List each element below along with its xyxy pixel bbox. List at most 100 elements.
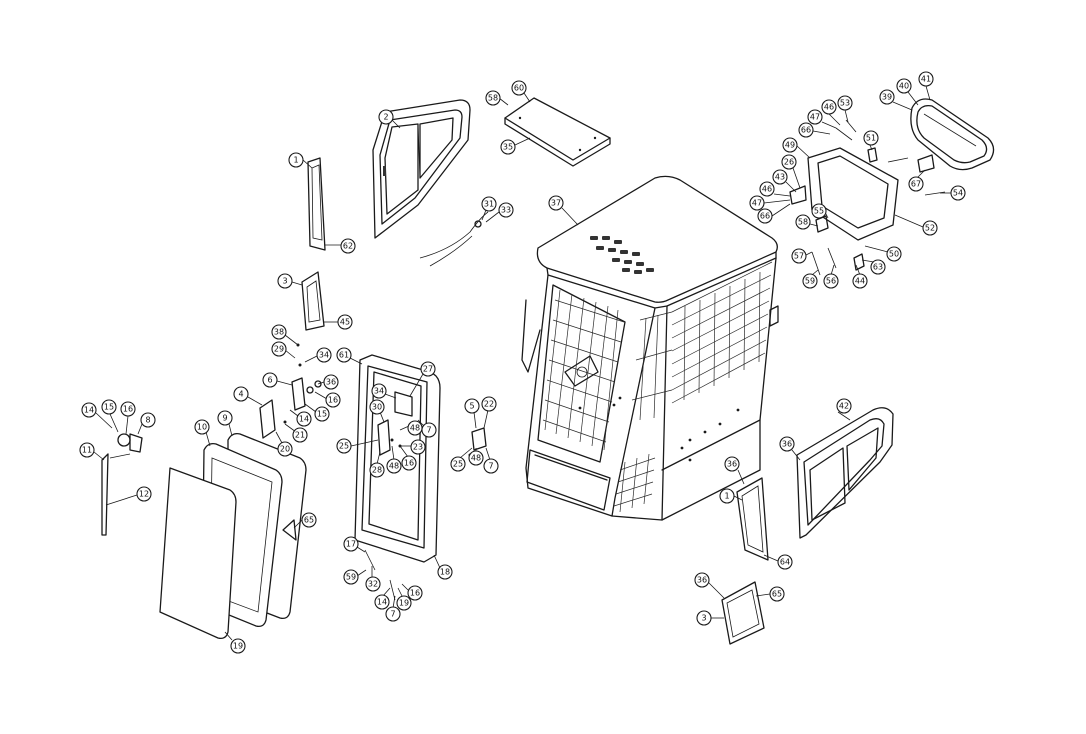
- callout-c41: 41: [918, 71, 934, 101]
- svg-text:2: 2: [383, 113, 388, 122]
- svg-text:64: 64: [780, 558, 790, 567]
- svg-text:39: 39: [882, 93, 892, 102]
- small-glass-panels-left: [301, 157, 326, 331]
- callout-c21: 21: [284, 423, 308, 443]
- callout-c61: 61: [336, 347, 363, 365]
- svg-text:50: 50: [889, 250, 899, 259]
- svg-text:38: 38: [274, 328, 284, 337]
- cab-body: [521, 175, 779, 521]
- svg-text:14: 14: [299, 415, 309, 424]
- svg-text:36: 36: [727, 460, 737, 469]
- svg-text:32: 32: [368, 580, 378, 589]
- svg-text:44: 44: [855, 277, 865, 286]
- svg-text:43: 43: [775, 173, 785, 182]
- callout-c42: 42: [836, 398, 852, 421]
- callout-c7a: 7: [417, 419, 437, 438]
- callout-c55: 55: [811, 203, 829, 219]
- callout-c4: 4: [233, 386, 263, 406]
- callout-c27: 27: [409, 361, 436, 397]
- callout-c8: 8: [137, 412, 156, 435]
- roof-hatch: [504, 97, 611, 167]
- svg-text:57: 57: [794, 252, 804, 261]
- callout-c49: 49: [782, 137, 811, 159]
- callout-c18: 18: [433, 554, 453, 580]
- callout-c16d: 16: [401, 583, 423, 601]
- callout-c46a: 46: [821, 99, 841, 126]
- svg-text:26: 26: [784, 158, 794, 167]
- svg-text:25: 25: [453, 460, 463, 469]
- callout-c30: 30: [369, 399, 385, 423]
- callout-c60: 60: [511, 80, 531, 103]
- svg-text:48: 48: [471, 454, 481, 463]
- callout-c37: 37: [548, 195, 579, 226]
- svg-text:52: 52: [925, 224, 935, 233]
- left-side-window-frame: [372, 99, 471, 239]
- callout-c32: 32: [365, 566, 381, 592]
- callout-c48b: 48: [386, 445, 402, 474]
- callout-c48a: 48: [399, 420, 423, 436]
- callout-c14c: 14: [374, 587, 391, 610]
- callout-c34b: 34: [371, 383, 397, 399]
- callout-c16a: 16: [314, 391, 341, 408]
- svg-text:36: 36: [782, 440, 792, 449]
- svg-text:59: 59: [346, 573, 356, 582]
- callout-c53: 53: [837, 95, 853, 123]
- svg-text:1: 1: [724, 492, 729, 501]
- svg-text:3: 3: [701, 614, 706, 623]
- svg-text:41: 41: [921, 75, 931, 84]
- svg-text:40: 40: [899, 82, 909, 91]
- callout-c59b: 59: [343, 569, 367, 585]
- svg-text:9: 9: [222, 414, 227, 423]
- svg-text:49: 49: [785, 141, 795, 150]
- svg-text:65: 65: [772, 590, 782, 599]
- callout-c44: 44: [852, 264, 868, 289]
- callout-c38: 38: [271, 324, 299, 346]
- svg-text:20: 20: [280, 445, 290, 454]
- callout-c16c: 16: [120, 401, 136, 435]
- svg-text:22: 22: [484, 400, 494, 409]
- svg-text:14: 14: [377, 598, 387, 607]
- svg-text:1: 1: [293, 156, 298, 165]
- svg-text:34: 34: [374, 387, 384, 396]
- callout-c25a: 25: [336, 438, 379, 454]
- callout-c31: 31: [481, 196, 497, 221]
- hinge-hardware-door: [364, 419, 487, 601]
- callout-c2: 2: [378, 109, 401, 129]
- callout-c62: 62: [325, 238, 356, 254]
- svg-text:27: 27: [423, 365, 433, 374]
- callout-c47b: 47: [749, 195, 791, 211]
- svg-text:47: 47: [752, 199, 762, 208]
- svg-text:67: 67: [911, 180, 921, 189]
- callout-c10: 10: [194, 419, 211, 447]
- svg-text:35: 35: [503, 143, 513, 152]
- callout-c67: 67: [908, 169, 926, 192]
- svg-text:46: 46: [762, 185, 772, 194]
- callout-c1b: 1: [719, 488, 743, 504]
- svg-text:4: 4: [238, 390, 243, 399]
- callout-c58a: 58: [485, 90, 509, 106]
- svg-text:12: 12: [139, 490, 149, 499]
- callout-c56: 56: [823, 264, 839, 289]
- svg-text:65: 65: [304, 516, 314, 525]
- callout-c54: 54: [940, 185, 966, 201]
- callout-c59a: 59: [802, 269, 819, 289]
- callout-c65b: 65: [755, 586, 785, 602]
- callout-c33: 33: [485, 202, 514, 223]
- svg-text:16: 16: [328, 396, 338, 405]
- svg-text:17: 17: [346, 540, 356, 549]
- small-glass-panels-right: [721, 477, 769, 645]
- svg-text:59: 59: [805, 277, 815, 286]
- svg-text:48: 48: [410, 424, 420, 433]
- callout-c3a: 3: [277, 273, 303, 289]
- callout-c7b: 7: [483, 447, 499, 474]
- callout-c15a: 15: [304, 403, 330, 422]
- svg-text:29: 29: [274, 345, 284, 354]
- wire-harness: [419, 211, 489, 267]
- svg-text:61: 61: [339, 351, 349, 360]
- svg-text:14: 14: [84, 406, 94, 415]
- callout-c51: 51: [863, 130, 879, 151]
- callout-c36a: 36: [317, 374, 339, 390]
- callout-c36b: 36: [779, 436, 801, 461]
- svg-text:28: 28: [372, 466, 382, 475]
- callout-c57: 57: [791, 248, 813, 264]
